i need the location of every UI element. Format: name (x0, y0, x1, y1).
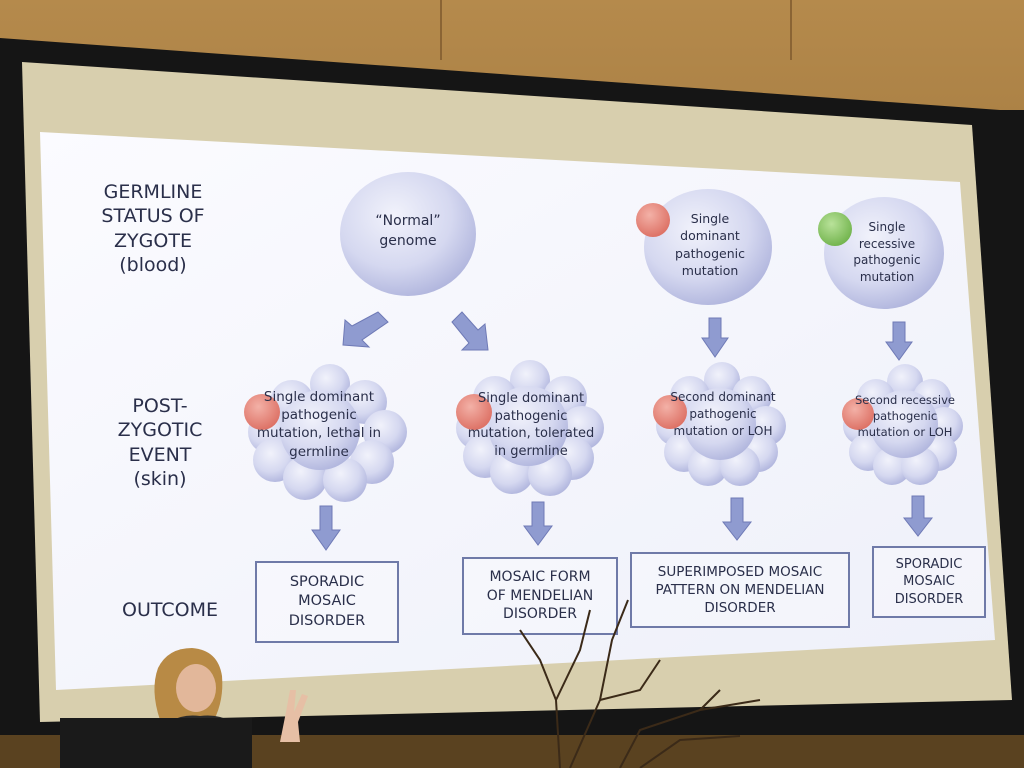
row-label-postzygotic: POST- ZYGOTIC EVENT (skin) (117, 395, 203, 490)
arrow-down-outcome-1 (311, 505, 341, 551)
cell-cluster-second-dominant (653, 362, 786, 486)
outcome-box-sporadic-2: SPORADIC MOSAIC DISORDER (872, 546, 986, 618)
cell-cluster-second-recessive (842, 364, 963, 485)
event-text-second-dominant: Second dominant pathogenic mutation or L… (670, 390, 776, 438)
arrow-down-recessive (885, 321, 913, 361)
outcome-box-mosaic-form: MOSAIC FORM OF MENDELIAN DISORDER (462, 557, 618, 635)
event-text-lethal: Single dominant pathogenic mutation, let… (256, 389, 382, 460)
mutation-dot-recessive-germline (818, 212, 852, 246)
event-text-second-recessive: Second recessive pathogenic mutation or … (855, 393, 955, 440)
germline-cell-normal (340, 172, 476, 296)
germline-text-normal: “Normal” genome (375, 213, 441, 249)
germline-cell-recessive (824, 197, 944, 309)
event-text-tolerated: Single dominant pathogenic mutation, tol… (467, 391, 595, 459)
germline-text-dominant: Single dominant pathogenic mutation (675, 211, 745, 278)
arrow-down-outcome-3 (721, 497, 753, 541)
cell-cluster-lethal (244, 364, 407, 502)
arrow-down-outcome-2 (523, 501, 553, 546)
podium (60, 718, 252, 768)
wall-seam (440, 0, 442, 60)
mutation-dot-dominant-germline (636, 203, 670, 237)
germline-text-recessive: Single recessive pathogenic mutation (853, 220, 921, 284)
outcome-box-superimposed: SUPERIMPOSED MOSAIC PATTERN ON MENDELIAN… (630, 552, 850, 628)
arrow-down-dominant (701, 317, 729, 358)
row-label-germline: GERMLINE STATUS OF ZYGOTE (blood) (101, 181, 205, 276)
cell-cluster-tolerated (456, 360, 604, 496)
arrow-diagonal-right (451, 311, 489, 351)
branches (519, 599, 761, 768)
arrow-diagonal-left (342, 311, 389, 348)
row-label-outcome: OUTCOME (122, 599, 218, 621)
outcome-box-sporadic-1: SPORADIC MOSAIC DISORDER (255, 561, 399, 643)
wall-seam (790, 0, 792, 60)
arrow-down-outcome-4 (902, 495, 934, 537)
germline-cell-dominant (644, 189, 772, 305)
